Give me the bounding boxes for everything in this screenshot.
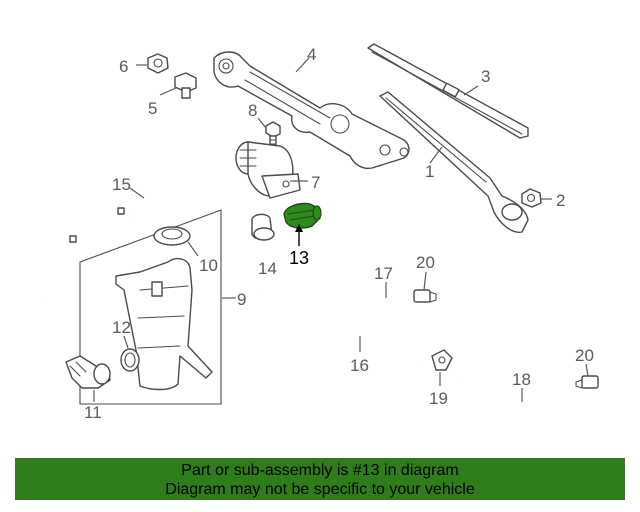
callout-10: 10 bbox=[199, 256, 218, 275]
callout-12: 12 bbox=[112, 318, 131, 337]
callout-9: 9 bbox=[237, 290, 246, 309]
part-13-washer-nozzle-highlighted[interactable] bbox=[283, 202, 322, 229]
disclaimer-banner: Part or sub-assembly is #13 in diagram D… bbox=[15, 458, 625, 500]
part-12-grommet[interactable] bbox=[120, 348, 140, 372]
callout-1: 1 bbox=[425, 162, 434, 181]
callout-20-lower: 20 bbox=[575, 346, 594, 365]
callout-8: 8 bbox=[248, 101, 257, 120]
part-14-grommet[interactable] bbox=[251, 213, 275, 241]
callout-16: 16 bbox=[350, 356, 369, 375]
callout-19: 19 bbox=[429, 389, 448, 408]
part-19-joint[interactable] bbox=[431, 349, 453, 371]
part-17-hose[interactable] bbox=[361, 294, 438, 363]
leader-20-lower bbox=[585, 363, 589, 377]
callout-11: 11 bbox=[84, 403, 102, 422]
part-5-bolt[interactable] bbox=[174, 72, 197, 99]
callout-17: 17 bbox=[374, 264, 393, 283]
parts-diagram: 6 5 4 3 1 2 bbox=[43, 43, 599, 422]
part-2-nut[interactable] bbox=[521, 188, 542, 208]
callout-15: 15 bbox=[112, 175, 131, 194]
callout-7: 7 bbox=[311, 173, 320, 192]
callout-3: 3 bbox=[481, 67, 490, 86]
part-10-cap[interactable] bbox=[153, 226, 191, 246]
leader-5 bbox=[159, 87, 177, 96]
part-18-hose[interactable] bbox=[455, 373, 585, 403]
part-1-wiper-arm[interactable] bbox=[379, 91, 529, 233]
part-6-nut[interactable] bbox=[147, 53, 169, 74]
callout-4: 4 bbox=[307, 45, 316, 64]
leader-3 bbox=[463, 85, 479, 96]
leader-20-upper bbox=[423, 271, 427, 291]
part-3-wiper-blade[interactable] bbox=[367, 43, 529, 139]
part-16-hose[interactable] bbox=[261, 290, 423, 363]
leader-13-arrowhead bbox=[295, 224, 303, 232]
washer-tank-body bbox=[115, 257, 213, 391]
leader-8 bbox=[257, 117, 267, 129]
callout-6: 6 bbox=[119, 57, 128, 76]
callout-18: 18 bbox=[512, 370, 531, 389]
part-20-connector-upper[interactable] bbox=[413, 289, 437, 303]
part-7-wiper-motor[interactable] bbox=[235, 141, 301, 199]
leader-10 bbox=[187, 241, 199, 257]
banner-line-1: Part or sub-assembly is #13 in diagram bbox=[181, 462, 459, 479]
callout-13: 13 bbox=[289, 248, 309, 268]
banner-line-2: Diagram may not be specific to your vehi… bbox=[165, 481, 475, 498]
callout-20-upper: 20 bbox=[416, 253, 435, 272]
part-11-washer-pump[interactable] bbox=[65, 355, 111, 389]
callout-14: 14 bbox=[258, 259, 277, 278]
part-15-washer-hose[interactable] bbox=[43, 133, 218, 303]
callout-2: 2 bbox=[556, 191, 565, 210]
part-20-connector-lower[interactable] bbox=[575, 375, 599, 389]
leader-1 bbox=[429, 146, 443, 164]
leader-15 bbox=[129, 187, 145, 199]
leader-4 bbox=[295, 57, 310, 73]
callout-5: 5 bbox=[148, 99, 157, 118]
part-4-wiper-linkage[interactable] bbox=[213, 51, 410, 170]
leader-12 bbox=[123, 335, 129, 349]
